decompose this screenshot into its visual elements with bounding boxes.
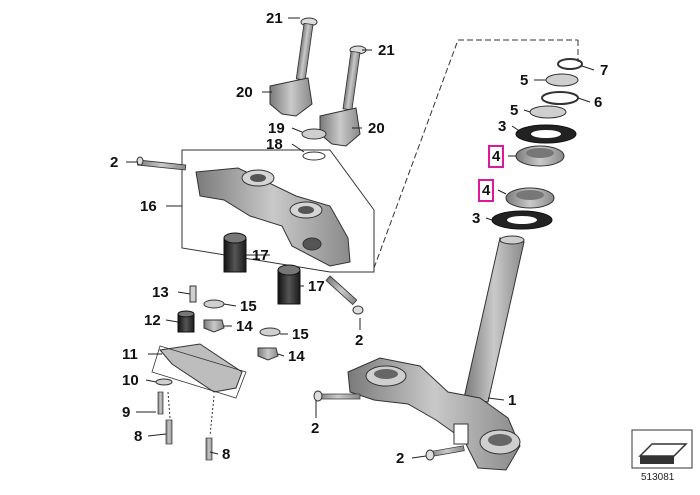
callout-2-middle: 2 (355, 332, 364, 349)
callout-16: 16 (140, 198, 157, 215)
leader-lines (126, 17, 595, 459)
callout-12: 12 (144, 312, 161, 329)
group-frame-16 (181, 149, 375, 273)
callout-4-upper: 4 (487, 145, 505, 168)
callout-21-left: 21 (266, 10, 283, 27)
callout-14-left: 14 (236, 318, 253, 335)
steering-stem (463, 235, 525, 403)
callout-5-lower: 5 (510, 102, 519, 119)
bolt-2-upper (136, 156, 187, 171)
callout-10: 10 (122, 372, 139, 389)
callout-21-right: 21 (378, 42, 395, 59)
callout-2-upper: 2 (110, 154, 119, 171)
callout-2-lower-right: 2 (396, 450, 405, 467)
callout-18: 18 (266, 136, 283, 153)
nut-14-right (257, 347, 279, 361)
callout-15-left: 15 (240, 298, 257, 315)
orientation-icon (631, 429, 693, 469)
callout-8-right: 8 (222, 446, 231, 463)
callout-5-upper: 5 (520, 72, 529, 89)
callout-13: 13 (152, 284, 169, 301)
bearing-stack (491, 58, 583, 230)
callout-9: 9 (122, 404, 131, 421)
callout-17-left: 17 (252, 247, 269, 264)
bolt-2-lower-left (313, 390, 361, 402)
callout-20-right: 20 (368, 120, 385, 137)
diagram-number: 513081 (641, 472, 675, 483)
bolt-8-left (165, 419, 173, 445)
callout-19: 19 (268, 120, 285, 137)
bracket-20-left (269, 77, 313, 117)
plate-11 (159, 343, 243, 393)
washer-19 (301, 128, 327, 140)
washer-15-left (203, 299, 225, 309)
callout-3-lower: 3 (472, 210, 481, 227)
ring-18 (302, 151, 326, 161)
bolt-8-right (205, 437, 213, 461)
bolt-2-middle (325, 275, 364, 315)
washer-15-right (259, 327, 281, 337)
bolt-9 (157, 391, 164, 415)
callout-8-left: 8 (134, 428, 143, 445)
bushing-17-right (277, 264, 301, 305)
callout-17-right: 17 (308, 278, 325, 295)
upper-fork-bridge (195, 167, 351, 267)
callout-2-lower-left: 2 (311, 420, 320, 437)
callout-3-upper: 3 (498, 118, 507, 135)
bushing-12 (177, 310, 195, 333)
callout-7: 7 (600, 62, 609, 79)
callout-4-lower: 4 (477, 179, 495, 202)
callout-20-left: 20 (236, 84, 253, 101)
bushing-17-left (223, 232, 247, 273)
washer-10 (155, 378, 173, 386)
callout-6: 6 (594, 94, 603, 111)
bolt-21-left (295, 17, 318, 81)
bolt-21-right (342, 45, 367, 111)
callout-1: 1 (508, 392, 517, 409)
lower-fork-bridge (347, 357, 521, 471)
callout-14-right: 14 (288, 348, 305, 365)
pin-13 (189, 285, 197, 303)
bracket-20-right (319, 107, 361, 147)
bolt-2-lower-right (425, 445, 465, 461)
callout-11: 11 (122, 346, 138, 363)
nut-14-left (203, 319, 225, 333)
callout-15-right: 15 (292, 326, 309, 343)
